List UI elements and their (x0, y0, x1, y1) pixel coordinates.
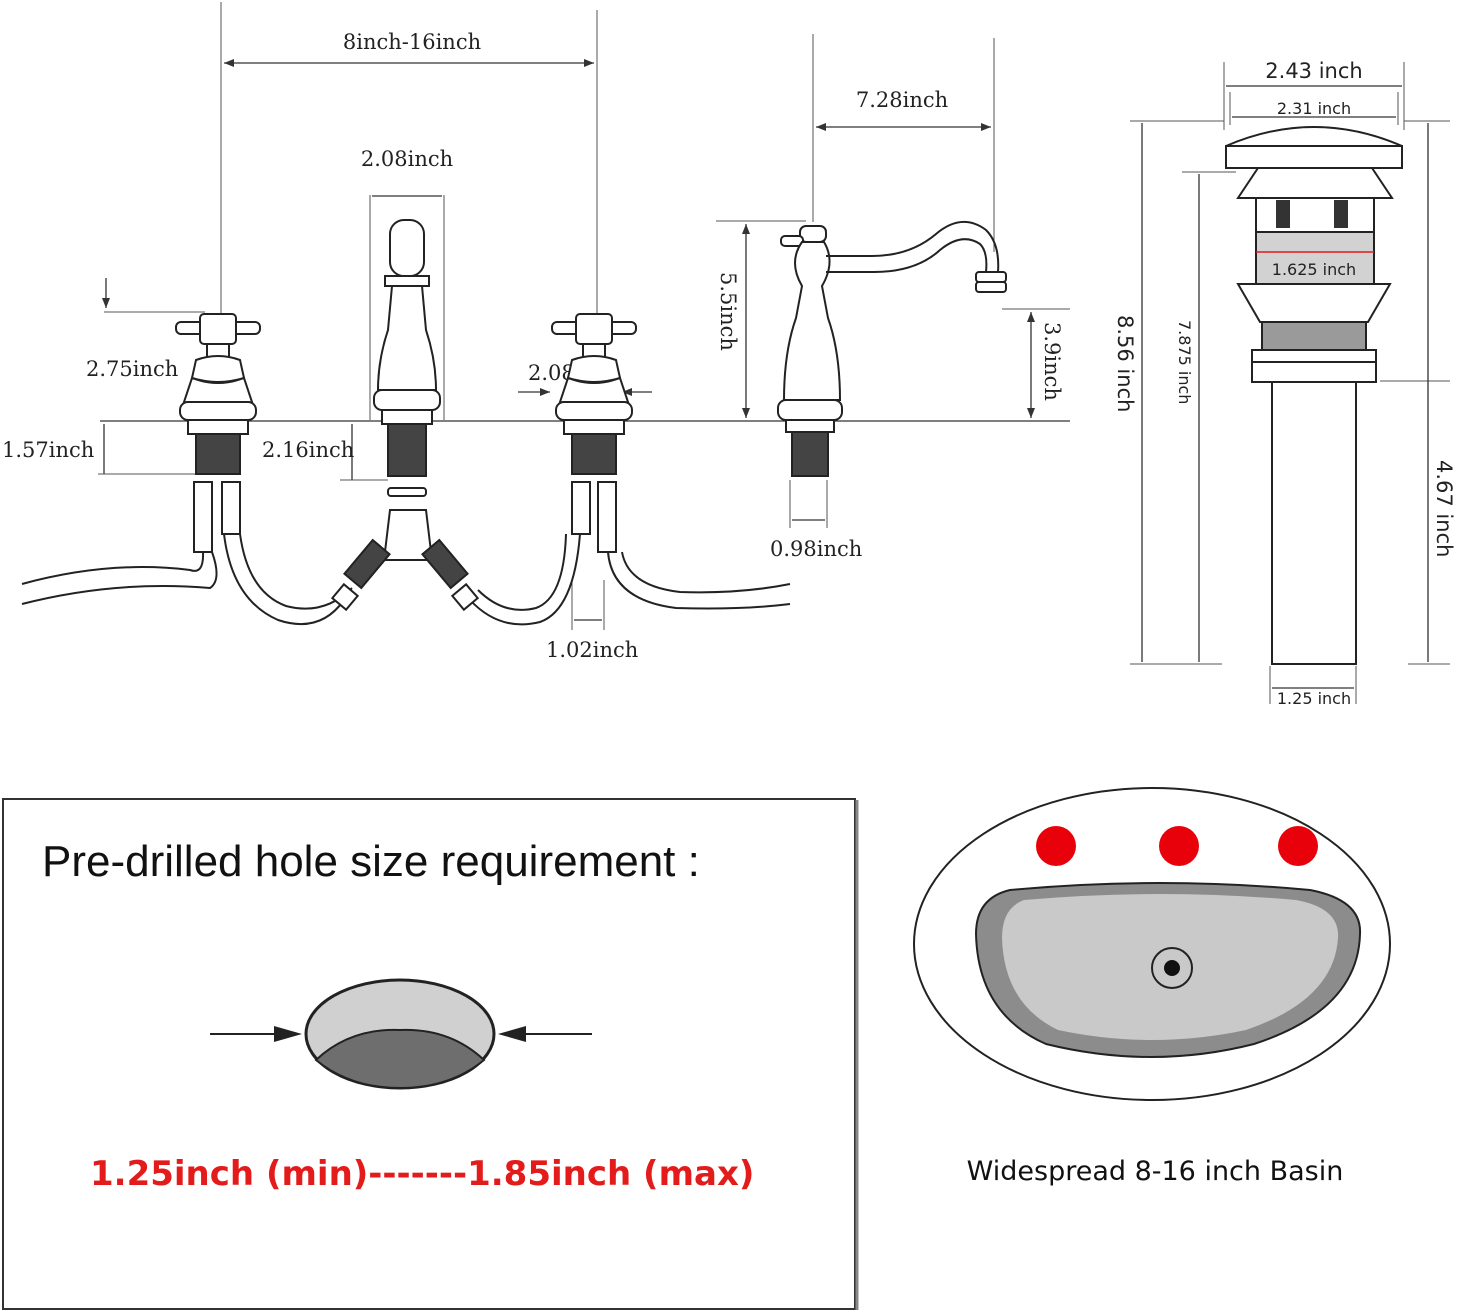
supply-hoses (21, 533, 791, 626)
drain-top-width-label: 2.43 inch (1265, 59, 1362, 83)
drain-tail-height-label: 4.67 inch (1432, 460, 1456, 557)
drain-total-height-label: 8.56 inch (1113, 315, 1137, 412)
drain-body-width-label: 1.625 inch (1272, 260, 1356, 279)
right-handle (551, 313, 637, 553)
left-handle (175, 313, 261, 553)
spout-height-label: 5.5inch (716, 272, 740, 351)
faucet-set-drawing: 8inch-16inch 7.28inch 2.08inch 2.75inch … (2, 2, 1070, 662)
faucet-hole-right (1278, 826, 1318, 866)
drain-inner-width-label: 2.31 inch (1277, 99, 1351, 118)
drain-inner-height-label: 7.875 inch (1175, 320, 1194, 404)
outlet-height-label: 3.9inch (1040, 322, 1064, 401)
basin-caption: Widespread 8-16 inch Basin (967, 1156, 1344, 1187)
hole-requirement-title: Pre-drilled hole size requirement : (42, 837, 700, 886)
gooseneck-spout (777, 221, 1007, 477)
hole-size-range: 1.25inch (min)-------1.85inch (max) (90, 1154, 754, 1194)
arrow-left-icon (498, 1026, 526, 1042)
shank-center-label: 2.16inch (262, 438, 354, 462)
spout-shank-diameter-label: 0.98inch (770, 537, 862, 561)
center-spout-body (343, 219, 469, 590)
faucet-hole-left (1036, 826, 1076, 866)
hole-requirement-panel: Pre-drilled hole size requirement : 1.25… (2, 798, 859, 1310)
shank-left-label: 1.57inch (2, 438, 94, 462)
handle-height-label: 2.75inch (86, 357, 178, 381)
spout-base-width-label: 2.08inch (361, 147, 453, 171)
spread-label: 8inch-16inch (343, 30, 481, 54)
arrow-right-icon (274, 1026, 302, 1042)
spout-reach-label: 7.28inch (856, 88, 948, 112)
basin-illustration: Widespread 8-16 inch Basin (913, 787, 1391, 1187)
faucet-hole-center (1159, 826, 1199, 866)
drain-tail-diameter-label: 1.25 inch (1277, 689, 1351, 708)
pop-up-drain-drawing: 2.43 inch 2.31 inch 1.625 inch 1.25 inch… (1113, 59, 1456, 708)
hose-connector-label: 1.02inch (546, 638, 638, 662)
